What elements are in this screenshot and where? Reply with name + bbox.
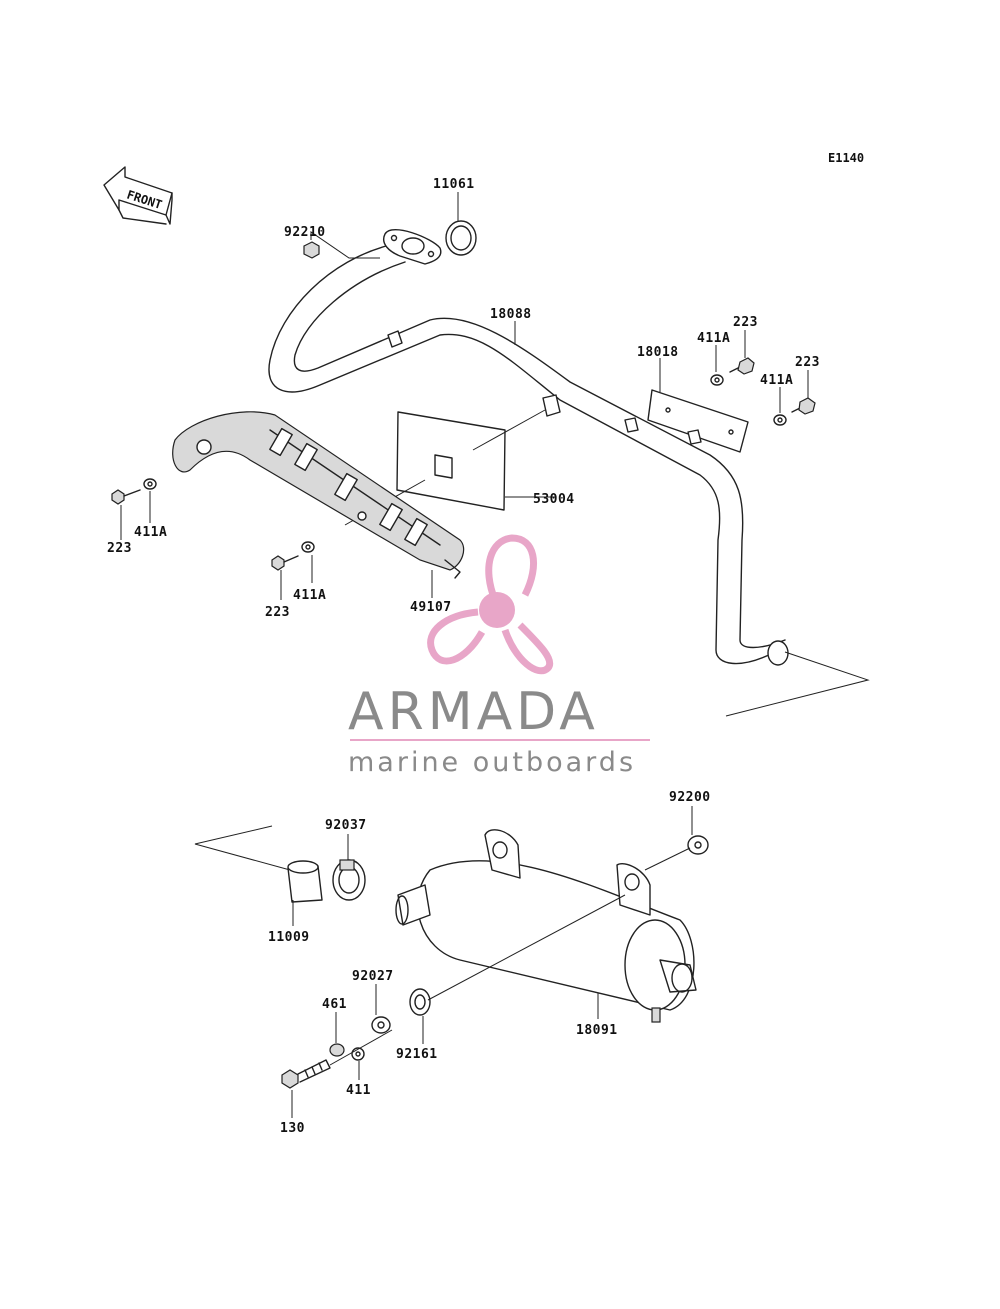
- label-92161: 92161: [396, 1047, 438, 1062]
- label-411A-upper-1: 411A: [697, 331, 730, 346]
- diagram-code: E1140: [828, 151, 864, 165]
- label-53004: 53004: [533, 492, 575, 507]
- plate-53004: [396, 411, 506, 511]
- bolt-223-left: [111, 489, 141, 505]
- label-18018: 18018: [637, 345, 679, 360]
- label-11009: 11009: [268, 930, 310, 945]
- label-92210: 92210: [284, 225, 326, 240]
- bolt-223-upper-2: [791, 397, 816, 415]
- label-11061: 11061: [433, 177, 475, 192]
- label-92200: 92200: [669, 790, 711, 805]
- washer-411: [351, 1047, 365, 1061]
- bolt-130: [281, 1059, 331, 1089]
- heat-guard-49107: [172, 411, 465, 579]
- label-92037: 92037: [325, 818, 367, 833]
- washer-92200: [687, 835, 709, 855]
- label-223-upper-2: 223: [795, 355, 820, 370]
- label-411A-left: 411A: [134, 525, 167, 540]
- label-130: 130: [280, 1121, 305, 1136]
- clamp-92037: [332, 859, 366, 901]
- label-92027: 92027: [352, 969, 394, 984]
- washer-411A-left: [143, 478, 157, 490]
- label-411: 411: [346, 1083, 371, 1098]
- label-411A-mid: 411A: [293, 588, 326, 603]
- armada-logo: ARMADA marine outboards: [348, 534, 650, 778]
- washer-411A-mid: [301, 541, 315, 553]
- label-223-left: 223: [107, 541, 132, 556]
- gasket-ring-11061: [445, 220, 477, 256]
- label-223-upper-1: 223: [733, 315, 758, 330]
- front-arrow-icon: FRONT: [103, 166, 173, 225]
- washer-411A-upper-1: [710, 374, 724, 386]
- label-49107: 49107: [410, 600, 452, 615]
- bolt-223-upper-1: [729, 357, 755, 375]
- propeller-logo-icon: [427, 534, 554, 675]
- label-18088: 18088: [490, 307, 532, 322]
- bracket-plate-18018: [624, 389, 749, 453]
- label-411A-upper-2: 411A: [760, 373, 793, 388]
- label-223-mid: 223: [265, 605, 290, 620]
- washer-411A-upper-2: [773, 414, 787, 426]
- bolt-223-mid: [271, 555, 299, 571]
- washer-461: [329, 1043, 345, 1057]
- sleeve-11009: [287, 860, 323, 903]
- collar-92027: [371, 1016, 391, 1034]
- grommet-92161: [409, 988, 431, 1016]
- exhaust-pipe-18088: [268, 229, 789, 666]
- label-18091: 18091: [576, 1023, 618, 1038]
- watermark-title: ARMADA: [348, 682, 599, 742]
- muffler-18091: [395, 829, 697, 1023]
- label-461: 461: [322, 997, 347, 1012]
- watermark-subtitle: marine outboards: [348, 747, 636, 778]
- nut-92210: [303, 241, 320, 259]
